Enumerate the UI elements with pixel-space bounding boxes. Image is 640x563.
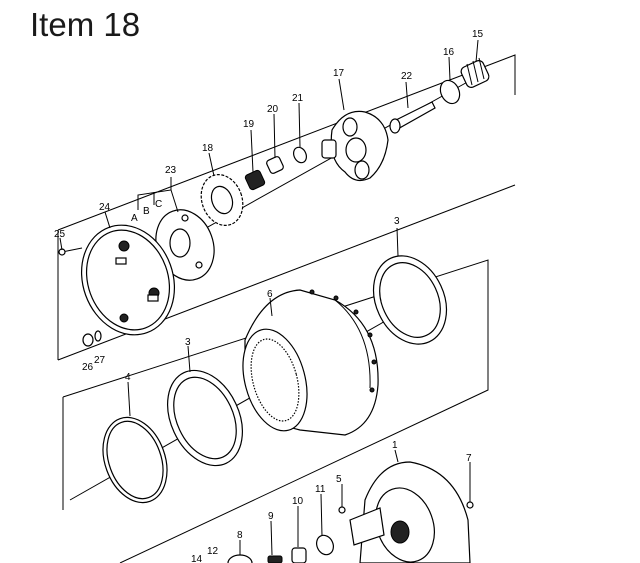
part-8-gear — [227, 554, 253, 563]
callout-B: B — [143, 206, 150, 217]
callout-22: 22 — [401, 71, 413, 82]
callout-6: 6 — [267, 289, 273, 300]
callout-C: C — [155, 199, 162, 210]
callout-17: 17 — [333, 68, 345, 79]
callout-20: 20 — [267, 104, 279, 115]
page-title: Item 18 — [30, 6, 141, 43]
callout-7: 7 — [466, 453, 472, 464]
part-11-ring — [316, 534, 334, 556]
callout-A: A — [131, 213, 138, 224]
part-21-snap-ring — [292, 146, 308, 164]
part-5-bolt — [338, 484, 346, 514]
callout-26: 26 — [82, 362, 94, 373]
callout-8: 8 — [237, 530, 243, 541]
part-19-needle-bearing — [244, 169, 266, 191]
part-22-shaft — [389, 101, 436, 134]
part-1-hub — [349, 461, 471, 563]
callout-3-upper: 3 — [394, 216, 400, 227]
part-27-o-ring — [94, 330, 102, 342]
part-15-coupling — [460, 57, 490, 88]
callout-9: 9 — [268, 511, 274, 522]
part-4-shim — [102, 416, 168, 504]
callout-21: 21 — [292, 93, 304, 104]
callout-5: 5 — [336, 474, 342, 485]
callout-24: 24 — [99, 202, 111, 213]
part-10-spacer — [291, 547, 307, 563]
callout-14: 14 — [191, 554, 203, 563]
callout-4: 4 — [125, 372, 131, 383]
part-3-seal-lower — [167, 369, 243, 467]
part-7-bolt — [466, 462, 474, 509]
leader-lines — [59, 39, 479, 556]
part-24-cover — [80, 224, 176, 336]
part-25-bolt — [58, 247, 83, 256]
callout-12: 12 — [207, 546, 219, 557]
callout-18: 18 — [202, 143, 214, 154]
part-20-spacer — [266, 156, 284, 174]
part-16-ring — [439, 79, 461, 105]
callout-labels: 15 16 22 17 21 20 19 18 23 C B A 24 25 2… — [54, 29, 484, 563]
part-18-planet-gear — [200, 174, 244, 226]
part-9-bearing — [267, 555, 283, 563]
callout-27: 27 — [94, 355, 106, 366]
part-6-housing — [242, 289, 379, 436]
part-3-seal-upper — [372, 255, 448, 345]
callout-1: 1 — [392, 440, 398, 451]
callout-11: 11 — [315, 484, 326, 495]
part-23-thrust-plate — [155, 209, 215, 281]
callout-25: 25 — [54, 229, 66, 240]
part-26-plug — [82, 333, 94, 347]
callout-23: 23 — [165, 165, 177, 176]
callout-19: 19 — [243, 119, 255, 130]
callout-10: 10 — [292, 496, 304, 507]
callout-16: 16 — [443, 47, 455, 58]
callout-3-lower: 3 — [185, 337, 191, 348]
callout-15: 15 — [472, 29, 484, 40]
part-17-carrier — [321, 110, 389, 182]
